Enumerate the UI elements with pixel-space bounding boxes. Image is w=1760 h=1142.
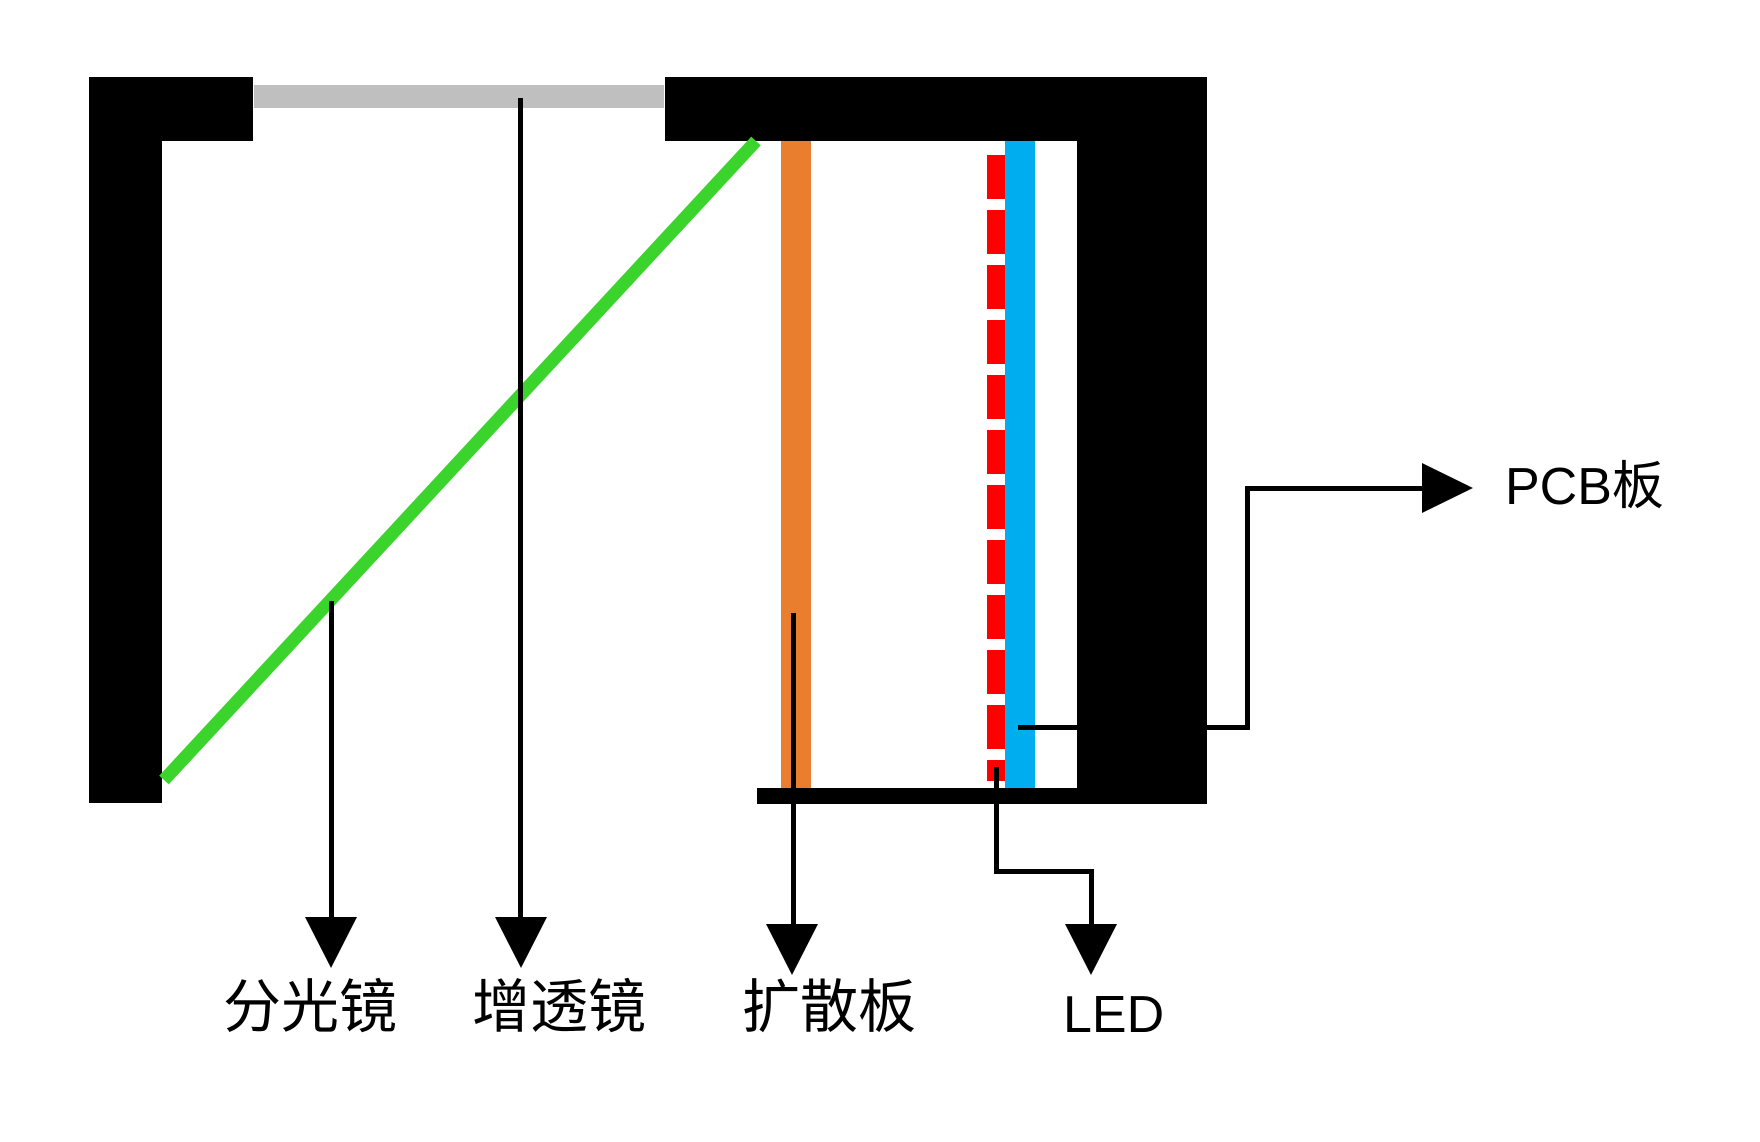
ar-lens-pointer-line	[518, 98, 523, 920]
housing-bottom-bar	[757, 788, 1207, 804]
housing-left-wall	[89, 77, 162, 803]
led-pointer-segment-vertical-2	[1089, 869, 1094, 926]
arrow-down-icon	[305, 917, 357, 968]
housing-right-wall	[1077, 77, 1207, 804]
led-dashed-strip	[987, 155, 1005, 781]
arrow-down-icon	[495, 917, 547, 968]
pcb-pointer-segment-vertical	[1245, 486, 1250, 730]
ar-lens-label: 增透镜	[472, 975, 647, 1040]
pcb-board-bar	[1005, 141, 1035, 788]
diffuser-plate-bar	[781, 141, 811, 788]
beam-splitter-label: 分光镜	[223, 975, 398, 1040]
pcb-pointer-segment-bottom	[1018, 725, 1250, 730]
pcb-pointer-segment-top	[1245, 486, 1422, 491]
led-pointer-segment-vertical-1	[994, 767, 999, 873]
arrow-down-icon	[766, 924, 818, 975]
led-label: LED	[1063, 986, 1165, 1044]
pcb-label: PCB板	[1505, 458, 1664, 516]
arrow-right-icon	[1422, 463, 1473, 513]
led-pointer-segment-horizontal	[994, 869, 1093, 874]
beam-splitter-glass-line	[159, 136, 761, 785]
beam-splitter-pointer-line	[329, 601, 334, 920]
ar-lens-bar	[254, 85, 664, 108]
arrow-down-icon	[1065, 924, 1117, 975]
diffuser-pointer-line	[791, 613, 796, 925]
diffuser-label: 扩散板	[742, 975, 917, 1040]
